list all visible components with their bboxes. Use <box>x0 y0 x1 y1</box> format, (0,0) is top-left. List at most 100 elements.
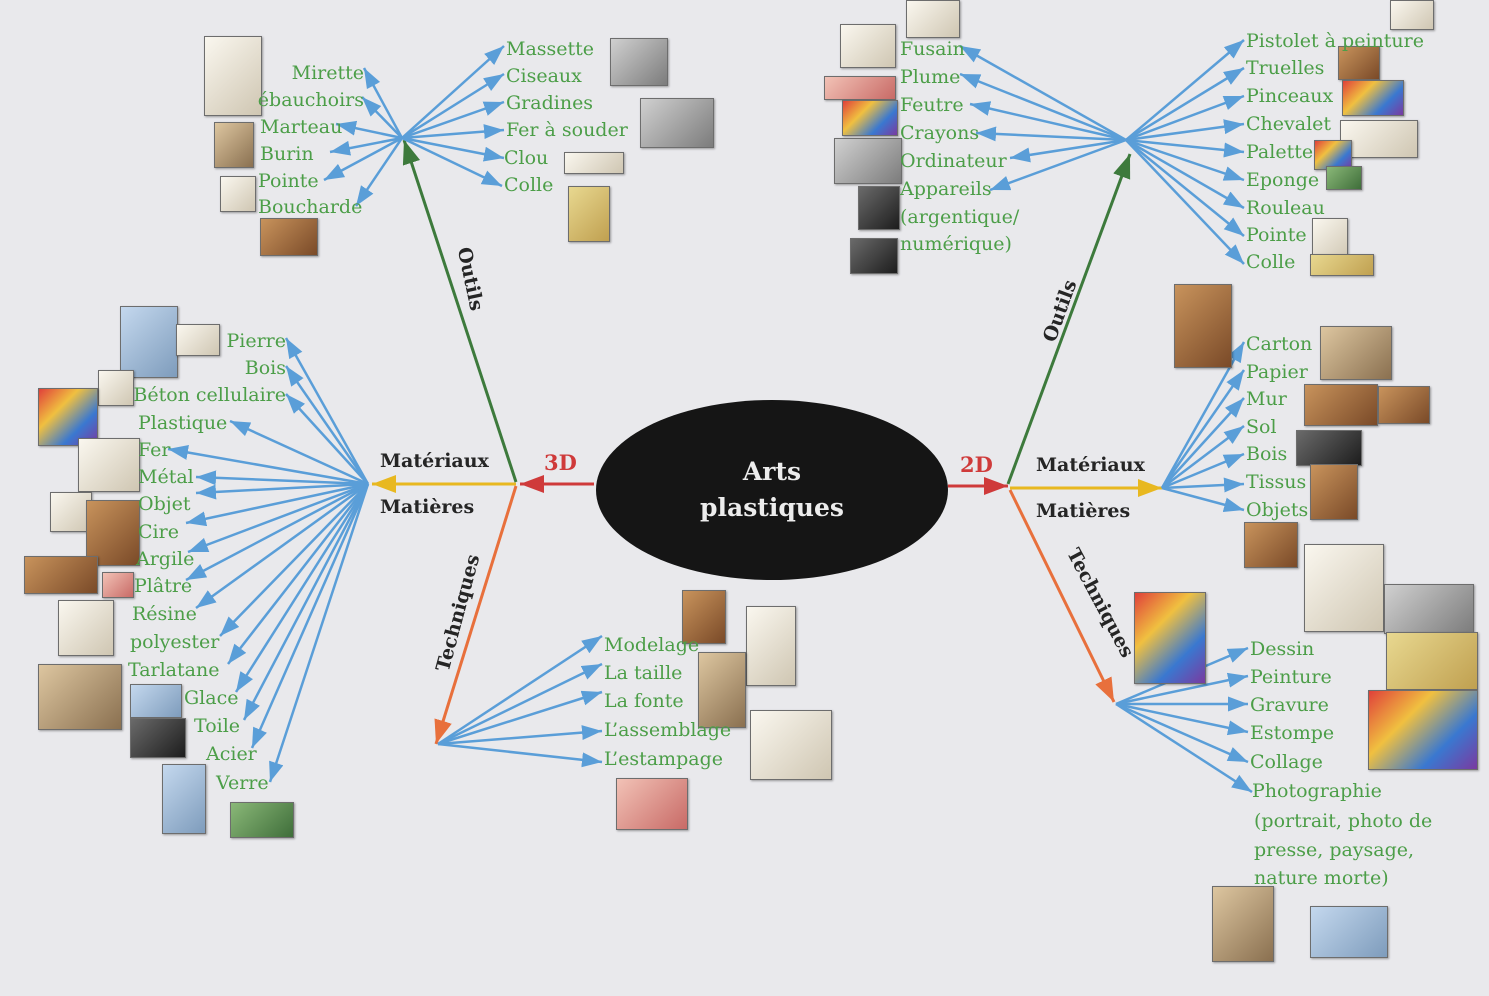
leaf-3d-materiau: Tarlatane <box>128 659 220 681</box>
leaf-arrow <box>401 136 505 162</box>
leaf-arrow <box>1125 139 1245 237</box>
glue-tube-photo <box>568 186 610 242</box>
greek-vase-photo <box>1244 522 1298 568</box>
engraving-photo <box>1384 584 1474 634</box>
leaf-2d-technique: Peinture <box>1250 666 1332 688</box>
left-materiaux-label: Matériaux <box>380 450 489 472</box>
leaf-2d-outil: Fusain <box>900 38 965 60</box>
leaf-arrow <box>268 483 370 783</box>
leaf-2d-outil: Rouleau <box>1246 197 1325 219</box>
leaf-arrow <box>229 419 369 486</box>
leaf-arrow <box>1115 672 1249 706</box>
leaf-2d-outil: Colle <box>1246 251 1296 273</box>
eiffel-tower-photo <box>162 764 206 834</box>
leaf-arrow <box>1115 702 1253 794</box>
brushes-photo <box>1342 80 1404 116</box>
leaf-2d-technique: Dessin <box>1250 638 1315 660</box>
leaf-3d-technique: La taille <box>604 662 683 684</box>
leaf-arrow <box>1161 477 1245 493</box>
bust-head-photo <box>698 652 746 728</box>
leaf-arrow <box>335 120 403 140</box>
leaf-arrow <box>195 470 369 486</box>
leaf-arrow <box>361 96 403 139</box>
leaf-arrow <box>284 365 370 485</box>
leaf-arrow <box>284 337 370 485</box>
leaf-3d-materiau: Métal <box>138 466 194 488</box>
arrow-2d-techniques <box>1008 489 1116 703</box>
leaf-arrow <box>227 483 369 665</box>
charcoal-photo <box>906 0 960 38</box>
picasso-painting-photo <box>1134 592 1206 684</box>
leaf-arrow <box>195 482 369 500</box>
leaf-2d-materiau: Mur <box>1246 388 1287 410</box>
leaf-3d-materiau: Bois <box>244 357 286 379</box>
leaf-2d-technique: Gravure <box>1250 694 1329 716</box>
leaf-2d-materiau: Objets <box>1246 499 1309 521</box>
leaf-3d-materiau: polyester <box>130 631 220 653</box>
right-materiaux-label: Matériaux <box>1036 454 1145 476</box>
leaf-arrow <box>1125 138 1245 210</box>
computer-photo <box>834 138 902 184</box>
leaf-2d-materiau: Sol <box>1246 416 1277 438</box>
landscape-photo <box>1310 906 1388 958</box>
leaf-arrow <box>185 482 369 582</box>
leaf-3d-materiau: Cire <box>138 521 179 543</box>
left-dimension-label: 3D <box>544 450 577 475</box>
leaf-2d-outil: Palette <box>1246 141 1314 163</box>
leaf-arrow <box>1161 397 1245 489</box>
arrow-3d-outils <box>402 139 518 483</box>
leaf-arrow <box>975 126 1127 142</box>
leaf-arrow <box>1125 39 1245 141</box>
leaf-arrow <box>1125 66 1245 142</box>
sculptor-photo <box>214 122 254 168</box>
spray-gun-photo <box>1390 0 1434 30</box>
leaf-arrow <box>1125 139 1245 265</box>
leaf-3d-materiau: Objet <box>138 493 191 515</box>
picasso-drawing-photo <box>1304 544 1384 632</box>
marker-photo <box>824 76 896 100</box>
sponge-photo <box>1326 166 1362 190</box>
leaf-2d-outil: Feutre <box>900 94 964 116</box>
canvas-photo <box>130 718 186 758</box>
leaf-arrow <box>401 45 505 139</box>
leaf-3d-outil: Pointe <box>258 170 319 192</box>
glass-house-photo <box>230 802 294 838</box>
clay-figure-photo <box>24 556 98 594</box>
leaf-arrow <box>1161 486 1245 513</box>
nail-photo <box>564 152 624 174</box>
camera-photo <box>858 186 900 230</box>
leaf-3d-materiau: Béton cellulaire <box>133 384 286 406</box>
leaf-2d-outil: Pointe <box>1246 224 1307 246</box>
arrow-3d-techniques <box>434 485 518 745</box>
leaf-2d-materiau: Tissus <box>1246 471 1307 493</box>
crayons-photo <box>842 100 898 136</box>
stump-drawing-photo <box>1386 632 1478 690</box>
leaf-3d-materiau: Pierre <box>226 330 286 352</box>
painting-madonna-photo <box>1174 284 1232 368</box>
cardboard-art-photo <box>1320 326 1392 380</box>
leaf-arrow <box>401 136 503 188</box>
leaf-2d-materiau: Carton <box>1246 333 1313 355</box>
wall-art-photo <box>1304 384 1378 426</box>
leaf-3d-materiau: Argile <box>136 548 195 570</box>
leaf-2d-technique-detail: (portrait, photo de <box>1254 810 1433 832</box>
camera-2-photo <box>850 238 898 274</box>
soldering-iron-photo <box>640 98 714 148</box>
vase-sculpture-photo <box>746 606 796 686</box>
leaf-arrow <box>969 101 1127 142</box>
face-collage-photo <box>38 388 98 446</box>
leaf-arrow <box>959 44 1127 142</box>
leaf-arrow <box>329 136 403 156</box>
leaf-3d-outil: Fer à souder <box>506 119 628 141</box>
leaf-arrow <box>242 483 370 721</box>
leaf-2d-outil: Plume <box>900 66 961 88</box>
leaf-3d-technique: L’estampage <box>604 748 723 770</box>
leaf-3d-outil: Clou <box>504 147 549 169</box>
leaf-arrow <box>401 124 505 140</box>
leaf-3d-outil: Gradines <box>506 92 594 114</box>
leaf-arrow <box>437 634 603 746</box>
bull-sculpture-photo <box>750 710 832 780</box>
bust-photo <box>682 590 726 644</box>
wood-photo <box>176 324 220 356</box>
